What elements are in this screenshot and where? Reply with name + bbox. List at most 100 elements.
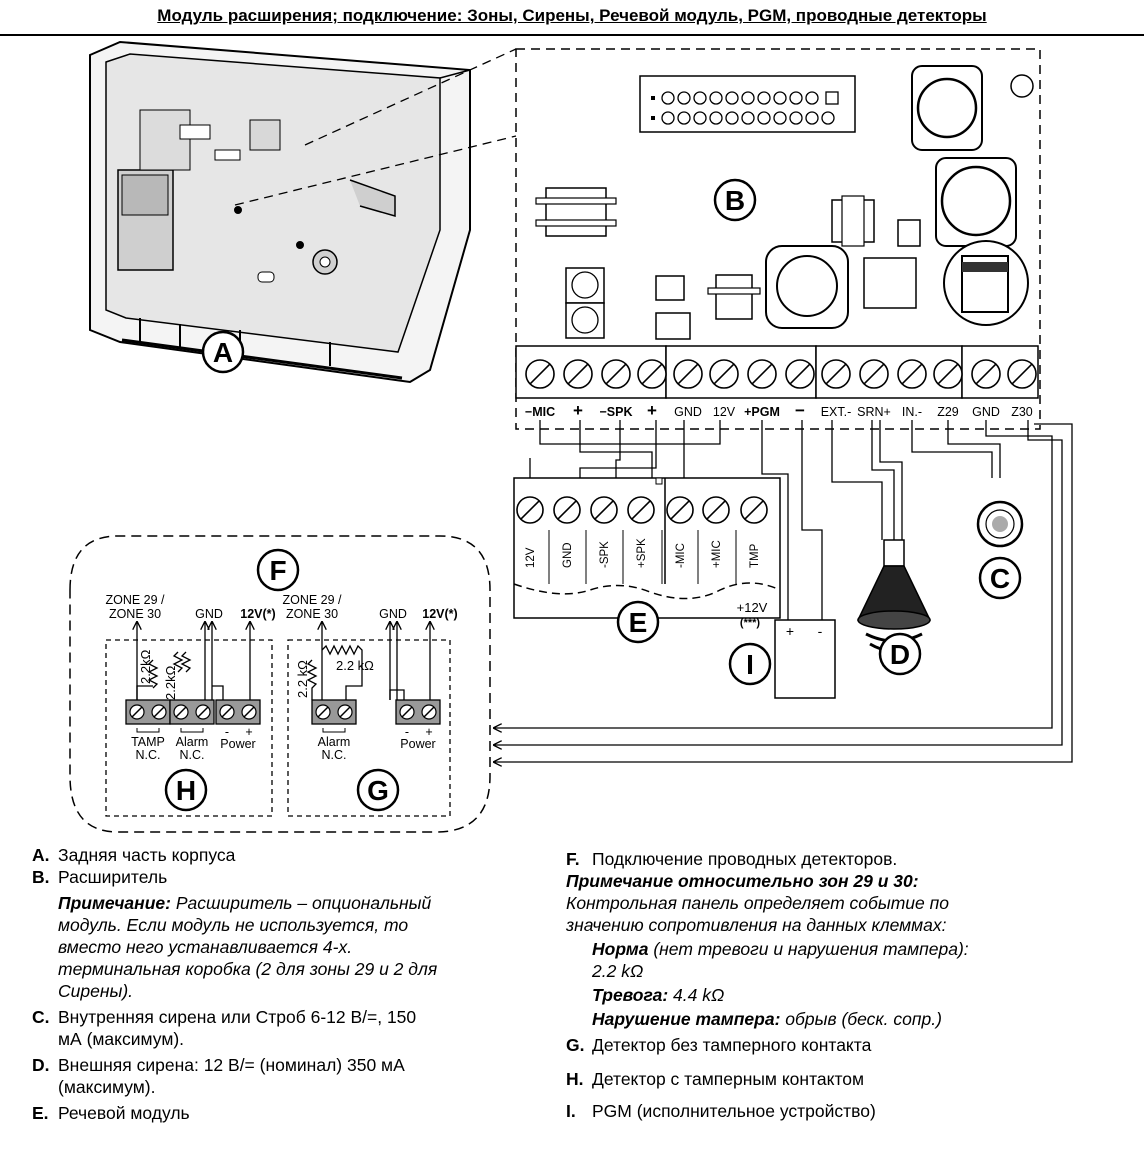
- board-terminal-label: IN.-: [902, 405, 922, 419]
- callout-a: A: [201, 330, 245, 374]
- g-resistor-2: 2.2 kΩ: [295, 660, 310, 698]
- legend-g-letter: G.: [566, 1035, 585, 1055]
- legend-f-tamper-value: обрыв (беск. сопр.): [780, 1009, 942, 1029]
- h-resistor-1: 2.2kΩ: [138, 649, 153, 684]
- h-alarm-label: Alarm: [176, 735, 209, 749]
- board-terminal-screw-slot: [713, 363, 735, 385]
- pgm-plus: +: [786, 623, 794, 639]
- legend-c-l1: Внутренняя сирена или Строб 6-12 В/=, 15…: [58, 1007, 417, 1027]
- legend-i: I. PGM (исполнительное устройство): [566, 1100, 876, 1122]
- legend-e-letter: E.: [32, 1103, 49, 1123]
- legend-f-letter: F.: [566, 849, 580, 869]
- h-resistor-2: 2.2kΩ: [163, 665, 178, 700]
- svg-text:A: A: [213, 337, 233, 368]
- g-gnd-label: GND: [379, 607, 407, 621]
- g-alarm-nc: N.C.: [322, 748, 347, 762]
- legend-b-note-l3: вместо него устанавливается 4-х.: [58, 937, 353, 957]
- internal-siren: C: [976, 500, 1024, 600]
- legend-f-alarm-value: 4.4 kΩ: [668, 985, 725, 1005]
- voice-terminal-screw-slot: [520, 500, 540, 520]
- h-tamp-nc: N.C.: [136, 748, 161, 762]
- voice-terminal-screw-slot: [744, 500, 764, 520]
- legend-f-norm: Норма (нет тревоги и нарушения тампера):: [592, 938, 969, 960]
- wires: [494, 420, 1073, 762]
- board-terminal-label: GND: [972, 405, 1000, 419]
- g-12v-label: 12V(*): [422, 607, 457, 621]
- legend-b-note-label: Примечание:: [58, 893, 171, 913]
- legend-a-text: Задняя часть корпуса: [58, 845, 236, 865]
- legend-i-letter: I.: [566, 1101, 576, 1121]
- board-terminal-screw-slot: [825, 363, 847, 385]
- g-power-minus: -: [405, 725, 409, 739]
- legend-c: C. Внутренняя сирена или Строб 6-12 В/=, …: [32, 1006, 416, 1028]
- legend-d-l1: Внешняя сирена: 12 В/= (номинал) 350 мА: [58, 1055, 405, 1075]
- expansion-board: B: [515, 48, 1041, 430]
- pgm-voltage: +12V: [737, 600, 768, 615]
- legend-d: D. Внешняя сирена: 12 В/= (номинал) 350 м…: [32, 1054, 405, 1076]
- h-power-label: Power: [220, 737, 255, 751]
- callout-i: I: [746, 649, 754, 680]
- board-terminal-label: +: [573, 401, 583, 420]
- legend-f-norm-text: (нет тревоги и нарушения тампера):: [648, 939, 969, 959]
- page-title: Модуль расширения; подключение: Зоны, Си…: [157, 6, 987, 25]
- board-terminal-label: −: [795, 401, 805, 420]
- board-terminal-screw-slot: [529, 363, 551, 385]
- board-terminal-label: Z30: [1011, 405, 1033, 419]
- board-terminal-label: +: [647, 401, 657, 420]
- board-terminal-label: +PGM: [744, 405, 780, 419]
- callout-e: E: [629, 607, 648, 638]
- g-power-label: Power: [400, 737, 435, 751]
- legend-c-letter: C.: [32, 1007, 50, 1027]
- legend-g: G.Детектор без тамперного контакта: [566, 1034, 871, 1056]
- voice-terminal-screw-slot: [594, 500, 614, 520]
- h-12v-label: 12V(*): [240, 607, 275, 621]
- board-terminal-label: GND: [674, 405, 702, 419]
- legend-f-tamper: Нарушение тампера: обрыв (беск. сопр.): [592, 1008, 942, 1030]
- voice-terminal-screw-slot: [631, 500, 651, 520]
- pgm-device: +12V (***) + - I: [728, 600, 836, 699]
- header-pins: [661, 91, 839, 125]
- legend-h: H.Детектор с тамперным контактом: [566, 1068, 864, 1090]
- legend-d-letter: D.: [32, 1055, 50, 1075]
- legend-f: F. Подключение проводных детекторов.: [566, 848, 897, 870]
- h-tamp-label: TAMP: [131, 735, 165, 749]
- legend-e: E.Речевой модуль: [32, 1102, 190, 1124]
- zoom-lines: [234, 48, 517, 206]
- callout-d: D: [890, 639, 910, 670]
- board-terminal-screw-slot: [605, 363, 627, 385]
- legend-b-note-1: Примечание: Расширитель – опциональный: [58, 892, 431, 914]
- h-gnd-label: GND: [195, 607, 223, 621]
- legend-h-text: Детектор с тамперным контактом: [592, 1069, 865, 1089]
- board-terminal-screw-slot: [641, 363, 663, 385]
- legend-a: A.Задняя часть корпуса: [32, 844, 235, 866]
- voice-terminal-screw-slot: [706, 500, 726, 520]
- pgm-minus: -: [818, 623, 823, 639]
- legend-f-alarm: Тревога: 4.4 kΩ: [592, 984, 724, 1006]
- g-alarm-label: Alarm: [318, 735, 351, 749]
- pgm-note: (***): [740, 617, 761, 629]
- h-zone-label-1: ZONE 29 /: [105, 593, 165, 607]
- legend-b: B.Расширитель: [32, 866, 167, 888]
- board-terminal-label: Z29: [937, 405, 959, 419]
- voice-terminal-label: -MIC: [675, 543, 687, 568]
- board-terminal-screw-slot: [1011, 363, 1033, 385]
- board-terminal-label: EXT.-: [821, 405, 852, 419]
- voice-terminal-label: +MIC: [711, 540, 723, 568]
- board-terminal-screw-slot: [937, 363, 959, 385]
- board-terminal-screw-slot: [789, 363, 811, 385]
- legend-f-l2: значению сопротивления на данных клеммах…: [566, 915, 947, 935]
- legend: A.Задняя часть корпуса B.Расширитель При…: [0, 840, 1144, 1149]
- voice-terminal-screw-slot: [557, 500, 577, 520]
- voice-terminal-label: +SPK: [636, 538, 648, 568]
- legend-i-text: PGM (исполнительное устройство): [592, 1101, 876, 1121]
- legend-f-note-title: Примечание относительно зон 29 и 30:: [566, 871, 919, 891]
- wiring-diagram: A: [69, 40, 1073, 833]
- panel-housing: [89, 40, 471, 384]
- legend-f-norm-value: 2.2 kΩ: [592, 961, 644, 981]
- voice-terminal-screw-slot: [670, 500, 690, 520]
- legend-b-note-l5: Сирены).: [58, 981, 134, 1001]
- legend-f-text: Подключение проводных детекторов.: [592, 849, 898, 869]
